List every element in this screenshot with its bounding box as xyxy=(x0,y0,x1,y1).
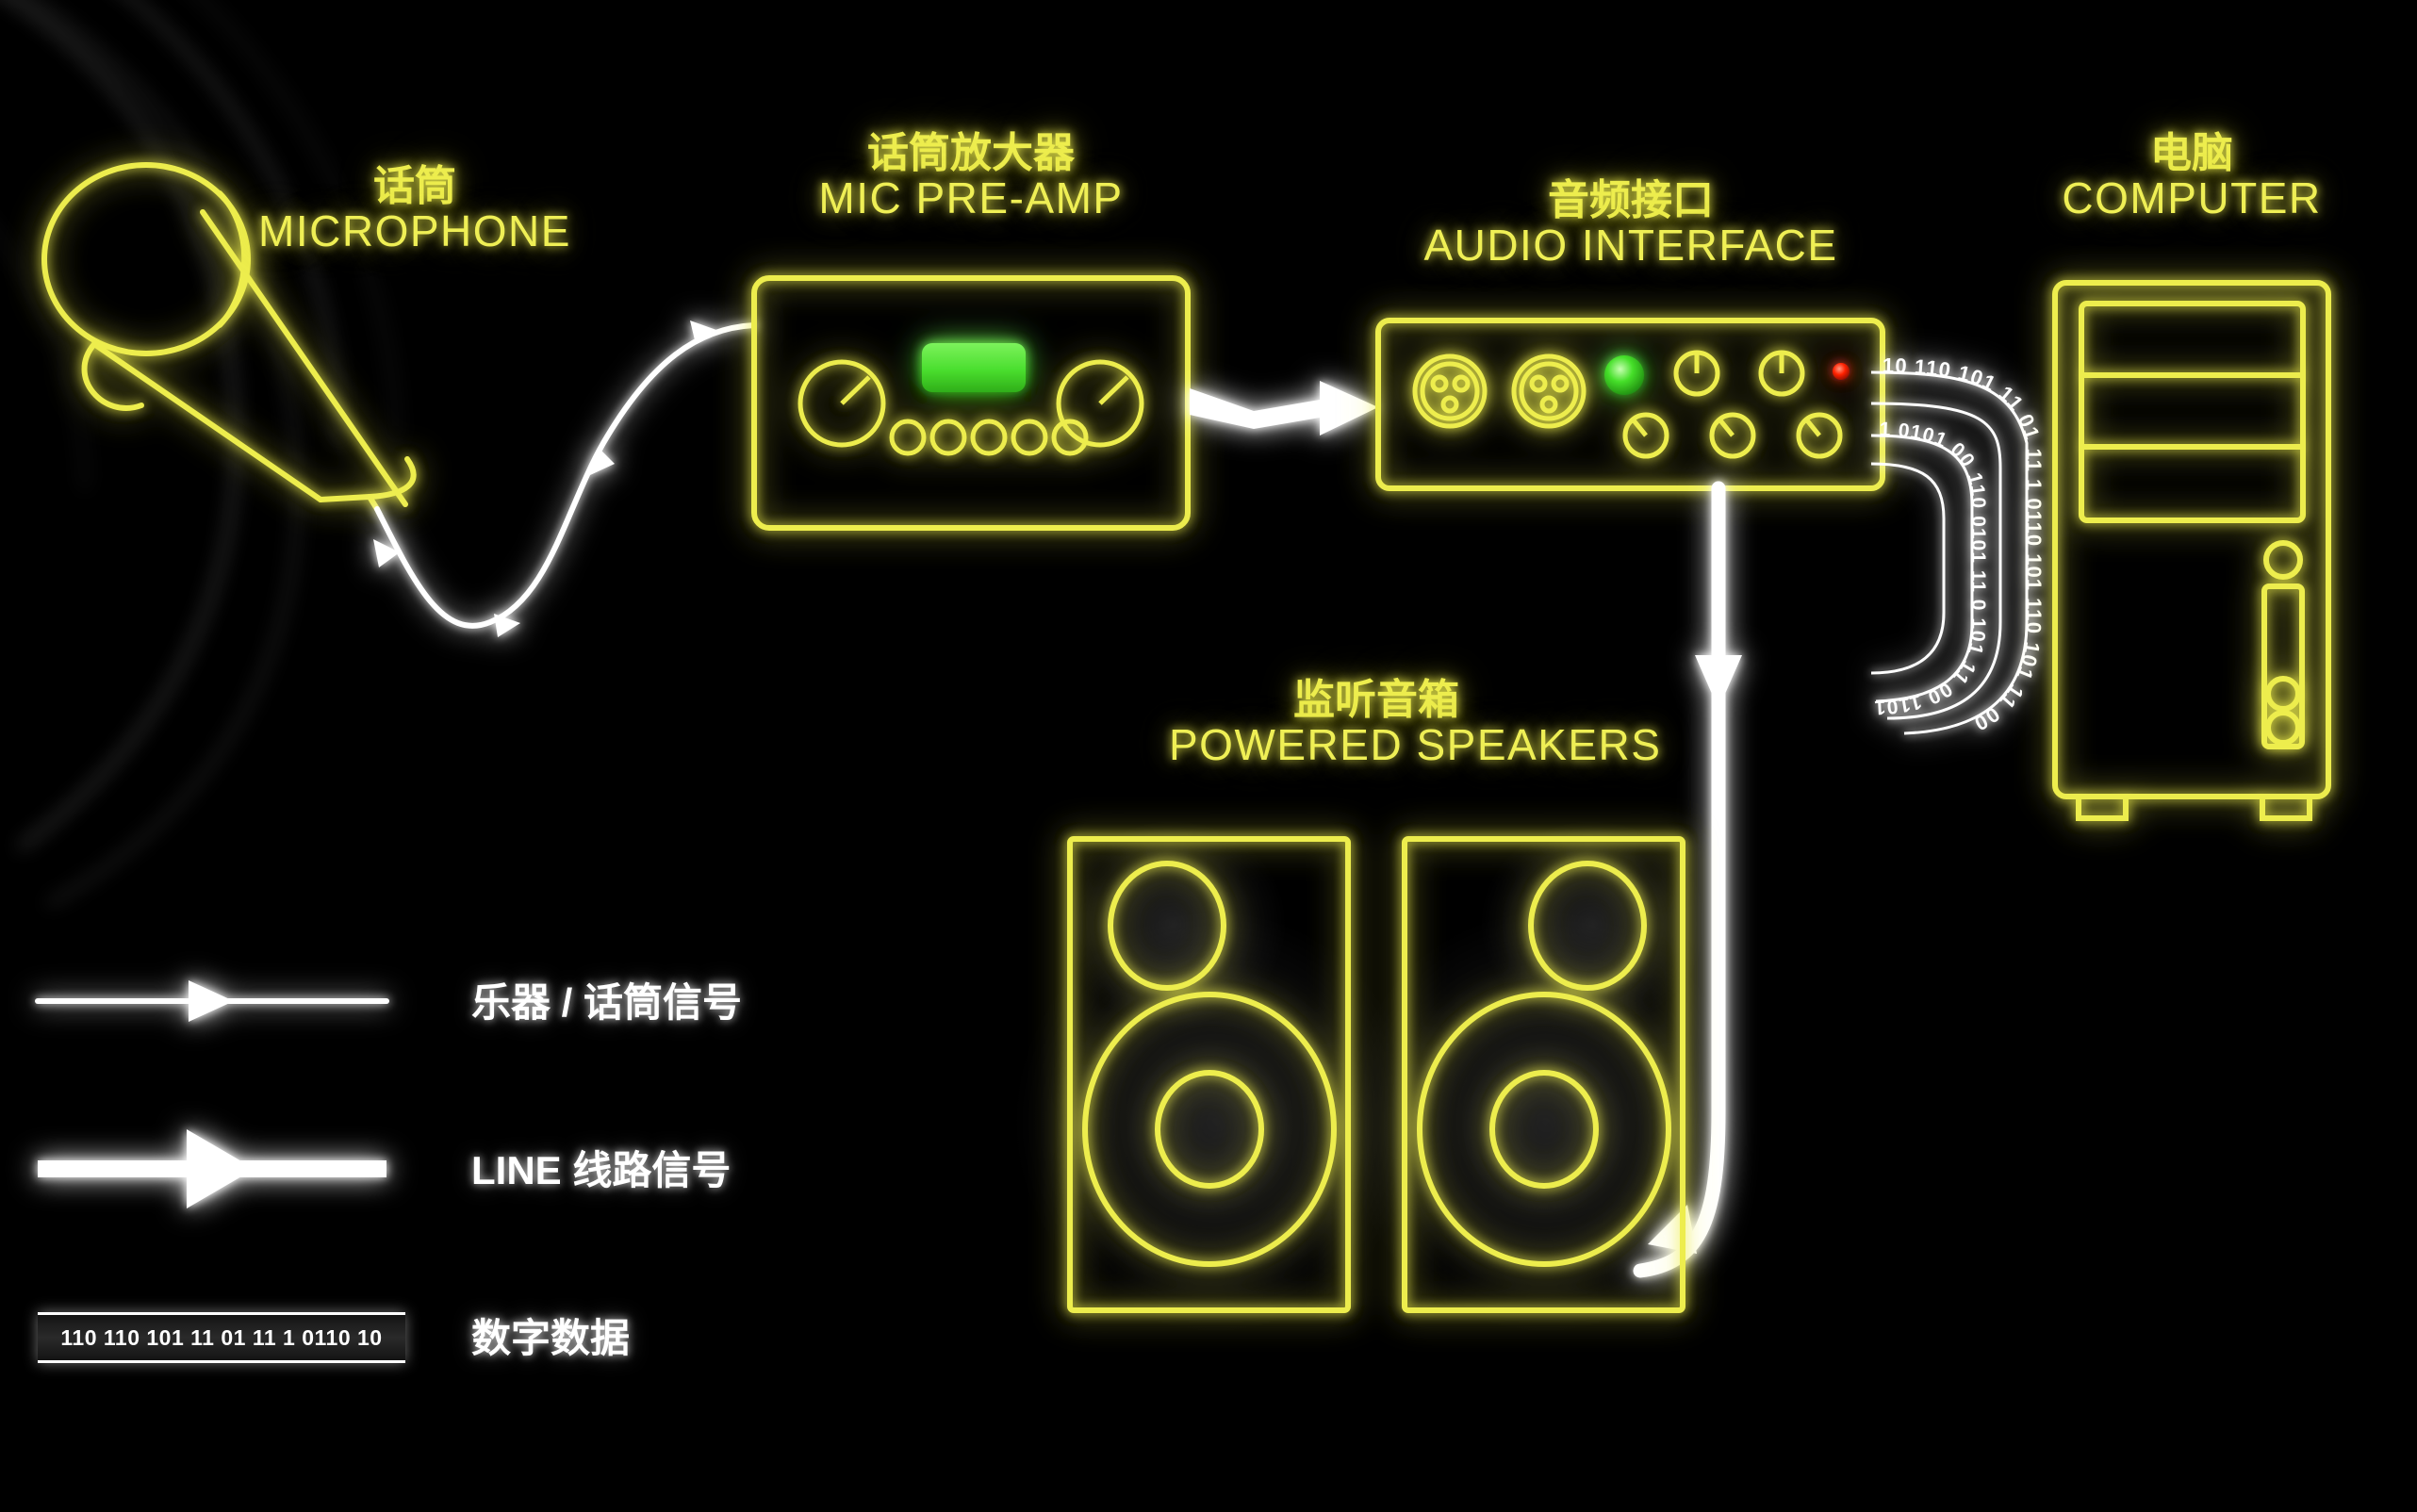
speaker-glow-halos xyxy=(1013,820,1749,1334)
legend-item-digital-signal: 110 110 101 11 01 11 1 0110 10 数字数据 xyxy=(0,1278,848,1391)
legend-binary-strip: 110 110 101 11 01 11 1 0110 10 xyxy=(38,1312,405,1363)
legend-art-line-signal xyxy=(38,1129,386,1208)
audio-interface-icon xyxy=(1375,318,1885,491)
legend-art-mic-signal xyxy=(35,980,389,1022)
legend-label-digital-signal: 数字数据 xyxy=(471,1315,631,1360)
legend: 乐器 / 话筒信号 LINE 线路信号 110 110 101 11 01 11… xyxy=(0,943,848,1363)
legend-item-mic-signal: 乐器 / 话筒信号 xyxy=(0,943,848,1056)
rack-preamp-icon xyxy=(751,275,1191,531)
legend-label-mic-signal: 乐器 / 话筒信号 xyxy=(471,979,743,1025)
studio-monitor-pair-icon xyxy=(1067,836,1685,1313)
handheld-microphone-icon xyxy=(41,162,417,512)
desktop-tower-icon xyxy=(2052,280,2331,821)
legend-label-line-signal: LINE 线路信号 xyxy=(471,1147,732,1192)
legend-item-line-signal: LINE 线路信号 xyxy=(0,1110,848,1224)
connection-preamp-to-interface xyxy=(1190,381,1378,436)
sound-wave-arcs xyxy=(0,0,399,908)
connection-mic-to-preamp xyxy=(373,320,757,637)
